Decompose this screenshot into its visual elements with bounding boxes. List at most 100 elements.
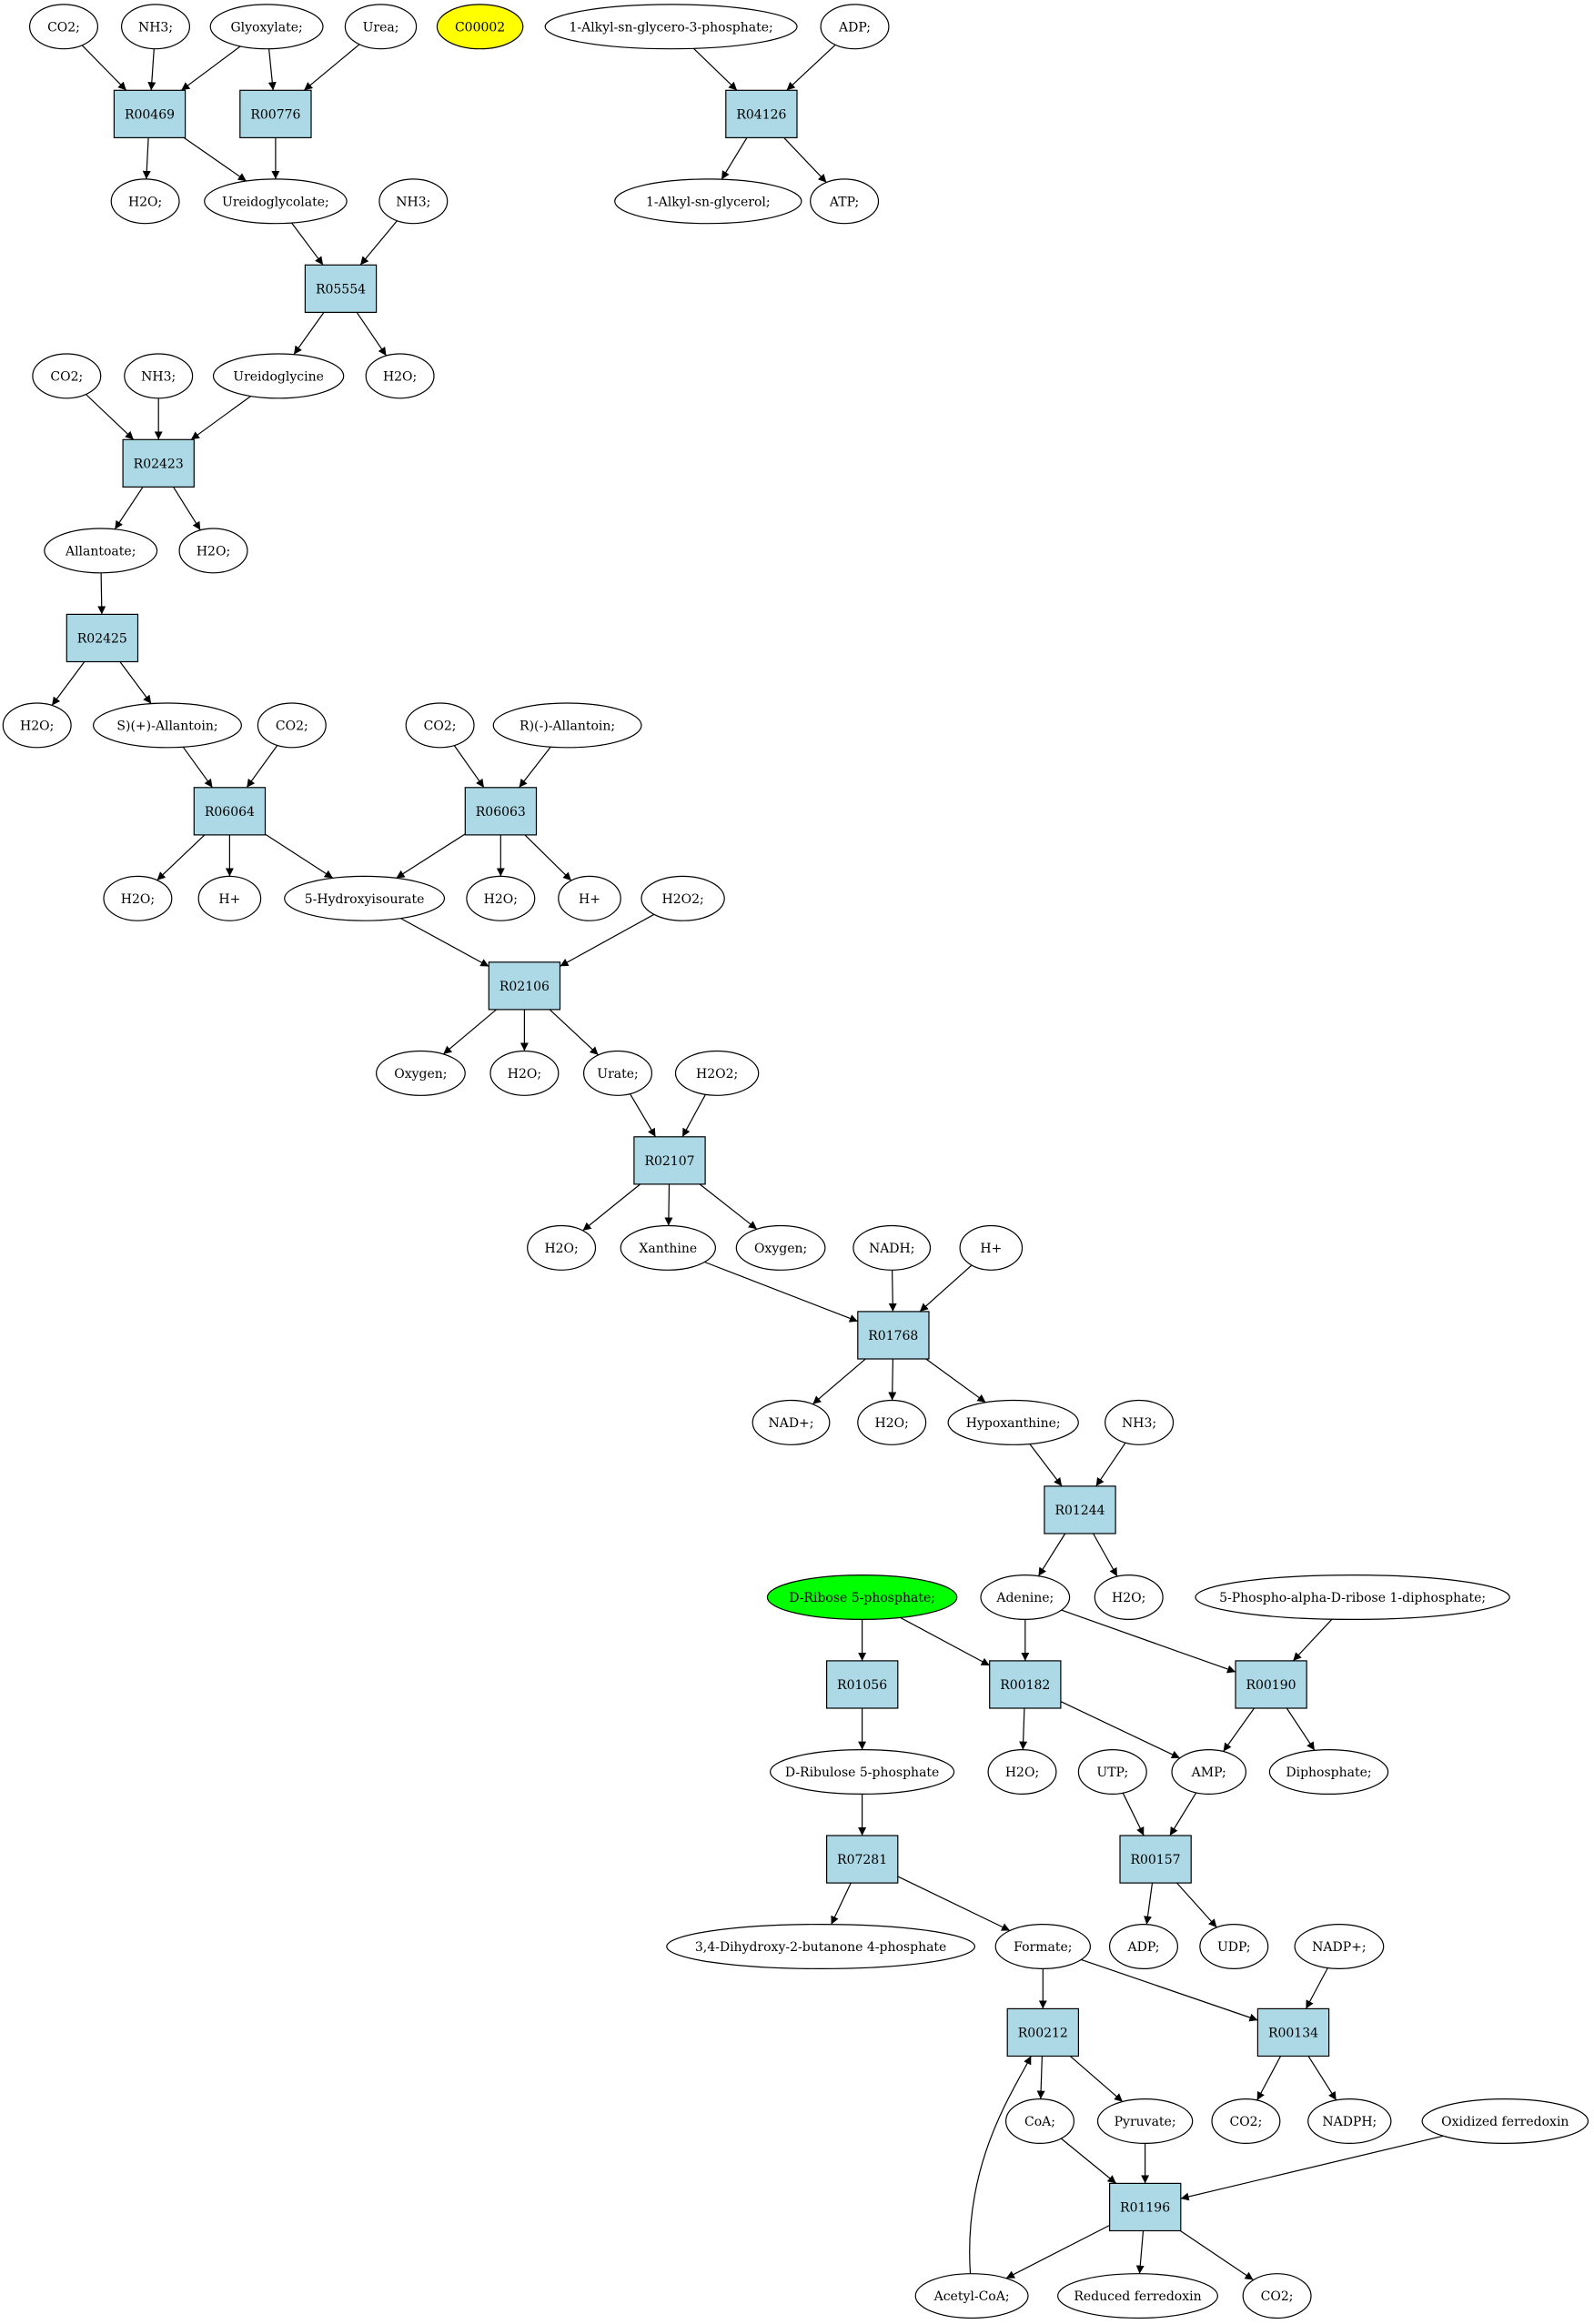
- compound-label-amp: AMP;: [1191, 1766, 1226, 1780]
- edge-r00212-to-coa: [1036, 2056, 1045, 2099]
- compound-label-hplus-2: H+: [579, 892, 600, 907]
- compound-d-ribose-5p: D-Ribose 5-phosphate;: [766, 1574, 958, 1620]
- compound-c00002: C00002: [436, 4, 524, 50]
- reaction-label-r07281: R07281: [837, 1853, 887, 1867]
- compound-h2o-11: H2O;: [987, 1748, 1057, 1795]
- reaction-r02425: R02425: [66, 613, 139, 663]
- reaction-r02423: R02423: [122, 438, 195, 488]
- compound-label-glyoxylate: Glyoxylate;: [230, 20, 302, 35]
- compound-label-h2o-6: H2O;: [484, 892, 518, 907]
- edge-co2_2-to-r02423: [85, 394, 135, 440]
- edge-r06064-to-h2o_5: [156, 834, 206, 881]
- compound-label-h2o-3: H2O;: [197, 544, 230, 558]
- reaction-label-r00469: R00469: [125, 107, 175, 122]
- compound-label-dhbp: 3,4-Dihydroxy-2-butanone 4-phosphate: [695, 1940, 947, 1955]
- compound-label-nh3-2: NH3;: [396, 195, 430, 209]
- edge-r00212-to-pyruvate: [1069, 2055, 1124, 2103]
- compound-h2o-3: H2O;: [178, 528, 248, 574]
- edge-nh3_1-to-r00469: [147, 48, 156, 91]
- compound-h2o-9: H2O;: [857, 1399, 927, 1445]
- edge-r00469-to-h2o_1: [142, 137, 151, 179]
- compound-label-oxygen-1: Oxygen;: [394, 1067, 447, 1082]
- compound-co2-3: CO2;: [257, 702, 327, 749]
- compound-nh3-4: NH3;: [1105, 1399, 1175, 1445]
- compound-oxygen-1: Oxygen;: [376, 1050, 466, 1096]
- compound-label-h2o-1: H2O;: [128, 195, 162, 209]
- edge-prpp-to-r00190: [1292, 1618, 1333, 1662]
- compound-label-h2o-7: H2O;: [508, 1067, 541, 1082]
- reaction-label-r00157: R00157: [1130, 1853, 1180, 1867]
- edge-utp-to-r00157: [1122, 1792, 1145, 1836]
- compound-nadplus: NAD+;: [752, 1399, 831, 1445]
- compound-label-coa: CoA;: [1024, 2115, 1055, 2129]
- compound-acetyl-coa: Acetyl-CoA;: [914, 2273, 1029, 2319]
- compound-s-allantoin: S)(+)-Allantoin;: [92, 702, 243, 749]
- compound-label-nadph: NADPH;: [1322, 2115, 1377, 2129]
- edge-r00157-to-udp: [1175, 1882, 1217, 1928]
- edge-r02425-to-h2o_4: [51, 661, 86, 706]
- compound-label-acetyl-coa: Acetyl-CoA;: [933, 2289, 1010, 2304]
- compound-label-pyruvate: Pyruvate;: [1115, 2115, 1176, 2129]
- edge-ureidoglycolate-to-r05554: [291, 222, 324, 266]
- compound-nh3-3: NH3;: [124, 353, 194, 399]
- reaction-r00776: R00776: [239, 89, 312, 139]
- reaction-label-r00190: R00190: [1246, 1678, 1296, 1693]
- edge-r00134-to-nadph: [1307, 2056, 1337, 2101]
- edge-r02423-to-h2o_3: [173, 487, 201, 531]
- edge-xanthine-to-r01768: [704, 1261, 859, 1323]
- edge-r00190-to-diphosphate: [1286, 1707, 1316, 1751]
- edge-ox_ferredoxin-to-r01196: [1180, 2135, 1444, 2201]
- edge-coa-to-r01196: [1061, 2138, 1117, 2184]
- compound-label-adenine: Adenine;: [995, 1591, 1054, 1605]
- compound-label-co2-3: CO2;: [276, 719, 308, 733]
- compound-coa: CoA;: [1004, 2098, 1074, 2145]
- compound-dhbp: 3,4-Dihydroxy-2-butanone 4-phosphate: [666, 1924, 975, 1970]
- compound-nh3-2: NH3;: [378, 178, 449, 225]
- compound-h2o-5: H2O;: [103, 875, 173, 921]
- reaction-r02107: R02107: [633, 1136, 706, 1185]
- edge-r05554-to-h2o_2: [356, 312, 387, 357]
- reaction-label-r01244: R01244: [1054, 1504, 1105, 1518]
- edge-r02106-to-oxygen_1: [442, 1009, 497, 1055]
- edge-r01196-to-co2_6: [1179, 2230, 1254, 2280]
- compound-label-co2-1: CO2;: [47, 20, 80, 35]
- reaction-r04126: R04126: [725, 89, 798, 139]
- edge-r01768-to-nadplus: [812, 1358, 866, 1405]
- compound-h2o2-1: H2O2;: [641, 875, 725, 921]
- reaction-r01768: R01768: [857, 1311, 930, 1360]
- edge-amp-to-r00157: [1169, 1792, 1197, 1836]
- edge-nh3_2-to-r05554: [359, 220, 398, 266]
- edge-r01196-to-red_ferredoxin: [1135, 2230, 1145, 2274]
- edge-r02106-to-urate: [549, 1009, 600, 1056]
- edge-r00182-to-h2o_11: [1019, 1707, 1028, 1750]
- compound-label-h2o-4: H2O;: [20, 719, 54, 733]
- compound-label-co2-4: CO2;: [424, 719, 457, 733]
- compound-nadh: NADH;: [852, 1224, 932, 1271]
- compound-hplus-3: H+: [959, 1224, 1024, 1271]
- edge-r00469-to-ureidoglycolate: [183, 136, 247, 182]
- compound-label-nadpplus: NADP+;: [1312, 1940, 1366, 1955]
- reaction-r01056: R01056: [825, 1660, 899, 1709]
- edge-alkyl_g3p-to-r04126: [692, 47, 738, 91]
- compound-amp: AMP;: [1171, 1748, 1247, 1795]
- compound-label-d-ribulose-5p: D-Ribulose 5-phosphate: [785, 1766, 940, 1780]
- edge-acetyl_coa-to-r00212: [969, 2056, 1032, 2274]
- compound-glyoxylate: Glyoxylate;: [209, 4, 324, 50]
- edge-r_allantoin-to-r06063: [519, 746, 551, 789]
- edge-r00182-to-amp: [1060, 1701, 1181, 1759]
- edge-hplus_3-to-r01768: [919, 1264, 973, 1313]
- edge-co2_4-to-r06063: [453, 745, 485, 789]
- compound-adp-2: ADP;: [1108, 1924, 1178, 1970]
- edge-urea-to-r00776: [303, 44, 360, 91]
- reaction-label-r00776: R00776: [250, 107, 300, 122]
- compound-h2o-2: H2O;: [365, 353, 435, 399]
- compound-hydroxyisourate: 5-Hydroxyisourate: [284, 875, 446, 921]
- compound-label-udp: UDP;: [1217, 1940, 1251, 1955]
- compound-red-ferredoxin: Reduced ferredoxin: [1056, 2273, 1218, 2319]
- reaction-r01244: R01244: [1044, 1485, 1116, 1534]
- compound-label-h2o-10: H2O;: [1112, 1591, 1145, 1605]
- compound-oxygen-2: Oxygen;: [735, 1224, 826, 1271]
- compound-atp: ATP;: [810, 178, 880, 225]
- compound-label-nadplus: NAD+;: [768, 1416, 813, 1431]
